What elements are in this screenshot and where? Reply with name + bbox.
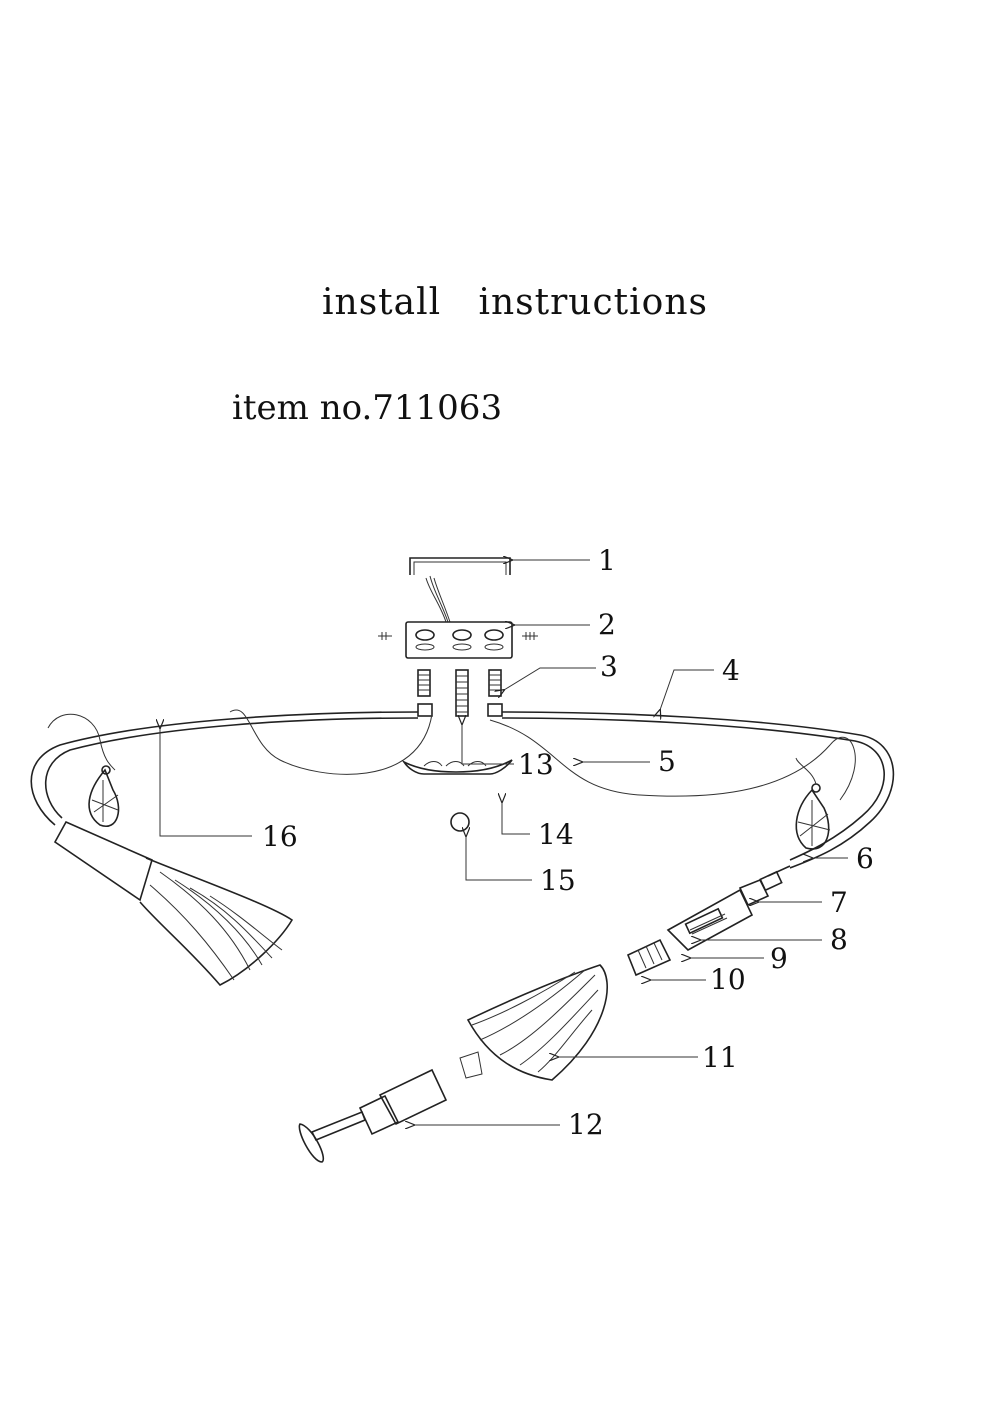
callout-3: 3 xyxy=(600,650,618,683)
callout-13: 13 xyxy=(518,748,554,781)
page-title: install instructions xyxy=(322,282,708,323)
wire-loops xyxy=(47,709,856,801)
mounting-bracket xyxy=(409,557,511,575)
callout-labels: 1 2 3 4 5 6 7 8 9 10 11 12 13 14 15 16 xyxy=(262,544,874,1141)
callout-1: 1 xyxy=(598,544,616,577)
callout-8: 8 xyxy=(830,923,848,956)
crystal-pendant-left xyxy=(88,765,120,828)
supply-wires xyxy=(425,575,451,623)
bulb-socket-exploded xyxy=(298,1068,448,1163)
socket-holder-exploded xyxy=(626,865,791,977)
callout-14: 14 xyxy=(538,818,574,851)
callout-11: 11 xyxy=(702,1041,738,1074)
shade-left xyxy=(53,820,294,986)
finial-ball xyxy=(450,812,470,832)
decorative-cap xyxy=(401,759,513,775)
canopy-plate xyxy=(378,621,538,659)
lamp-arms xyxy=(30,711,895,869)
callout-5: 5 xyxy=(658,745,676,778)
callout-16: 16 xyxy=(262,820,298,853)
threaded-rods xyxy=(417,669,503,717)
crystal-pendant-right xyxy=(795,757,831,850)
callout-2: 2 xyxy=(598,608,616,641)
callout-9: 9 xyxy=(770,942,788,975)
callout-12: 12 xyxy=(568,1108,604,1141)
callout-4: 4 xyxy=(722,654,740,687)
callout-6: 6 xyxy=(856,842,874,875)
callout-7: 7 xyxy=(830,886,848,919)
callout-15: 15 xyxy=(540,864,576,897)
glass-shade-exploded xyxy=(459,964,609,1081)
item-number: item no.711063 xyxy=(232,388,503,428)
callout-10: 10 xyxy=(710,963,746,996)
callout-leaders xyxy=(160,560,848,1125)
